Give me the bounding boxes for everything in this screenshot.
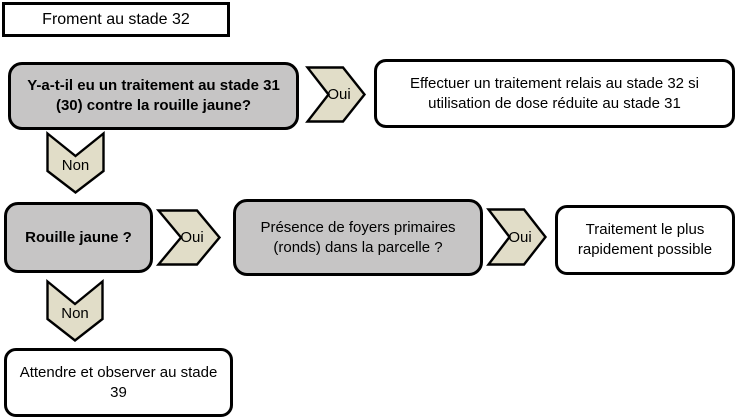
chevron-right-icon [305, 66, 367, 123]
arrow-oui-2: Oui [155, 209, 222, 266]
question-node-treatment-stage-31: Y-a-t-il eu un traitement au stade 31 (3… [8, 62, 299, 130]
question-node-rouille-jaune: Rouille jaune ? [4, 202, 153, 273]
chevron-down-icon [46, 130, 105, 195]
question-label: Y-a-t-il eu un traitement au stade 31 (3… [27, 77, 280, 114]
arrow-label-oui: Oui [508, 228, 532, 246]
question-node-foyers-primaires: Présence de foyers primaires (ronds) dan… [233, 199, 483, 276]
question-label: Présence de foyers primaires (ronds) dan… [260, 218, 456, 256]
arrow-non-1: Non [46, 130, 105, 195]
result-label: Effectuer un traitement relais au stade … [409, 74, 700, 112]
result-node-treat-quickly: Traitement le plus rapidement possible [555, 205, 735, 275]
question-label: Rouille jaune ? [25, 228, 132, 246]
result-label: Traitement le plus rapidement possible [577, 221, 713, 258]
result-node-relay-treatment: Effectuer un traitement relais au stade … [374, 59, 735, 128]
arrow-label-oui: Oui [180, 229, 204, 246]
arrow-label-oui: Oui [327, 86, 351, 103]
arrow-oui-1: Oui [305, 66, 367, 123]
result-node-wait-observe: Attendre et observer au stade 39 [4, 348, 233, 417]
arrow-non-2: Non [46, 278, 104, 343]
arrow-oui-3: Oui [486, 208, 548, 266]
start-label: Froment au stade 32 [42, 10, 190, 28]
arrow-label-non: Non [61, 304, 89, 322]
chevron-down-icon [46, 278, 104, 343]
start-node: Froment au stade 32 [2, 2, 230, 37]
result-label: Attendre et observer au stade 39 [19, 363, 218, 401]
arrow-label-non: Non [61, 156, 90, 174]
chevron-right-icon [155, 209, 222, 266]
chevron-right-icon [486, 208, 548, 266]
